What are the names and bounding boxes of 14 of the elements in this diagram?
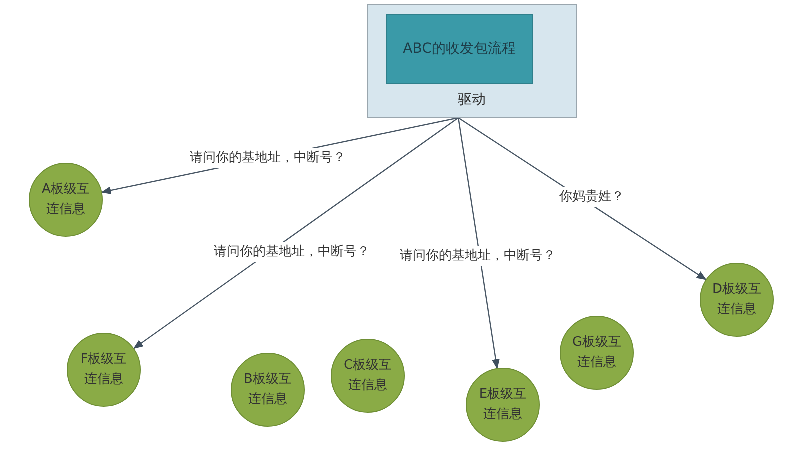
node-label: F板级互连信息 [80,351,128,389]
box-label: 驱动 [458,91,486,110]
inner-box [386,14,533,84]
arrow [458,118,500,370]
node-label: E板级互连信息 [478,386,528,424]
node-label: D板级互连信息 [711,281,762,319]
box-title: ABC的收发包流程 [403,40,516,58]
arrow [133,118,459,350]
node-label: G板级互连信息 [571,334,623,372]
node-label: B板级互连信息 [243,371,293,409]
node-label: C板级互连信息 [342,357,394,395]
outer-box [367,4,577,118]
node-label: A板级互连信息 [41,181,91,219]
arrow [458,118,707,280]
